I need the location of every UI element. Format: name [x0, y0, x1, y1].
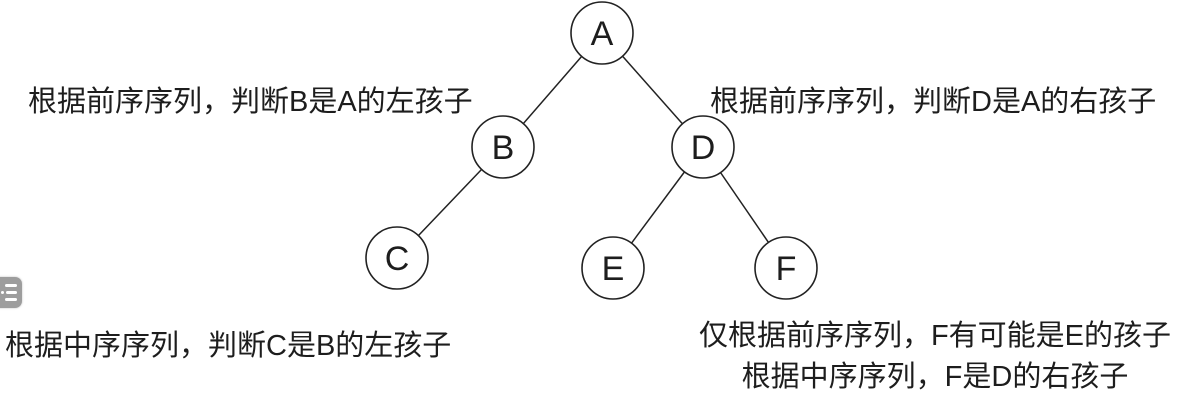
tree-node-label-D: D	[691, 129, 716, 167]
tree-node-label-E: E	[602, 250, 625, 288]
outline-list-icon-bar	[6, 291, 17, 294]
tree-node-circle-B	[471, 115, 535, 179]
tree-node-circle-D	[671, 115, 735, 179]
tree-node-A: A	[570, 1, 634, 65]
outline-list-icon-bar	[5, 284, 17, 287]
tree-node-label-C: C	[385, 240, 410, 278]
annotation-preorder-f-possible: 仅根据前序序列，F有可能是E的孩子	[698, 320, 1172, 352]
tree-node-label-A: A	[591, 15, 614, 53]
tree-node-E: E	[581, 236, 645, 300]
tree-node-D: D	[671, 115, 735, 179]
annotation-preorder-b-left-child: 根据前序序列，判断B是A的左孩子	[28, 86, 473, 118]
annotation-inorder-f-right-child: 根据中序序列，F是D的右孩子	[741, 361, 1129, 393]
tree-node-C: C	[365, 226, 429, 290]
annotation-f-position: 仅根据前序序列，F有可能是E的孩子 根据中序序列，F是D的右孩子	[655, 316, 1201, 398]
annotation-preorder-d-right-child: 根据前序序列，判断D是A的右孩子	[710, 86, 1157, 118]
tree-node-label-F: F	[776, 250, 797, 288]
outline-list-icon-dot	[1, 291, 4, 294]
annotation-inorder-c-left-child: 根据中序序列，判断C是B的左孩子	[5, 330, 452, 362]
tree-node-circle-E	[581, 236, 645, 300]
tree-node-circle-F	[754, 236, 818, 300]
outline-list-icon[interactable]	[0, 277, 22, 308]
tree-node-circle-C	[365, 226, 429, 290]
tree-node-B: B	[471, 115, 535, 179]
outline-list-icon-bar	[5, 298, 17, 301]
tree-node-F: F	[754, 236, 818, 300]
tree-node-circle-A	[570, 1, 634, 65]
tree-node-label-B: B	[492, 129, 515, 167]
